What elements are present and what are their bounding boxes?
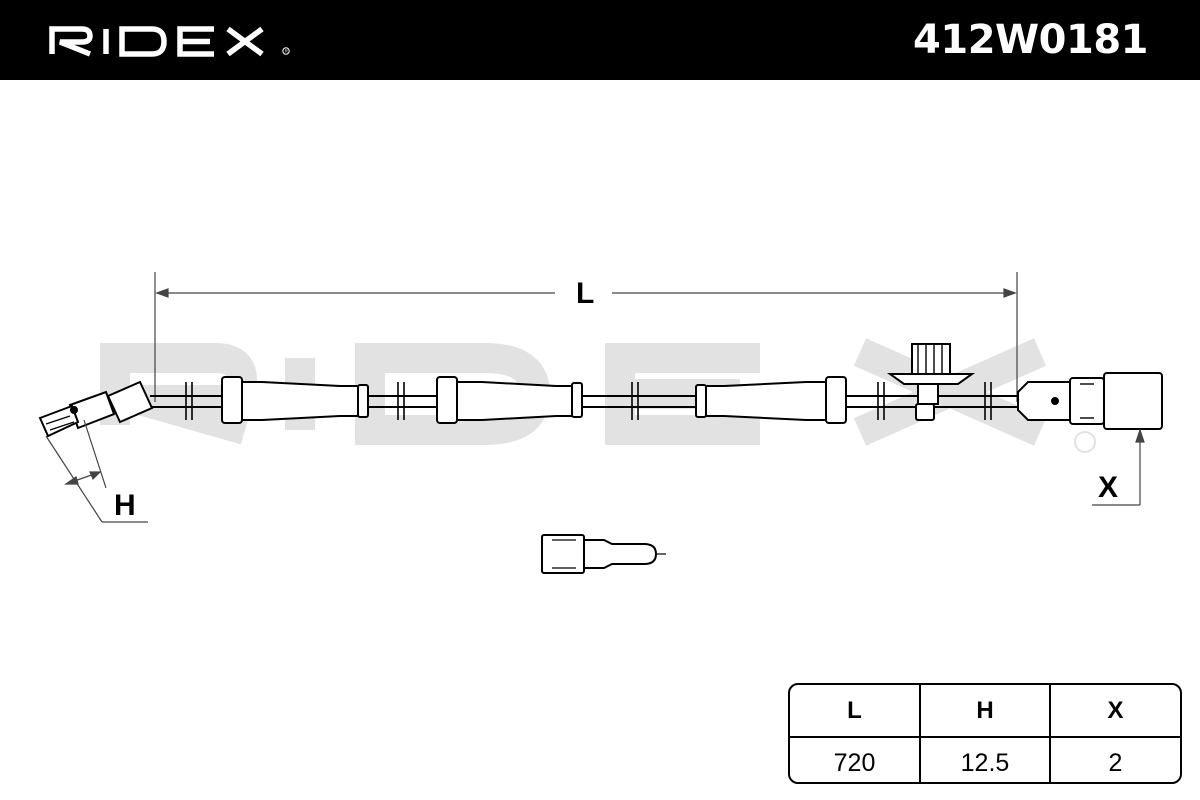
dimension-h [45,419,148,523]
sensor-head [38,380,154,438]
dimension-l-label: L [576,277,594,310]
watermark-registered-icon [1074,431,1096,453]
spec-header-l: L [790,685,921,738]
cable-break-marks [185,382,992,420]
spec-table: L H X 720 12.5 2 [788,683,1182,784]
spec-value-h: 12.5 [920,737,1051,782]
spec-value-x: 2 [1108,748,1123,777]
cable-grommet-2 [436,376,583,424]
connector-detail-view [541,534,666,574]
header-bar: R 412W0181 [0,0,1200,80]
technical-drawing: L [38,272,1163,574]
dimension-l [154,272,1018,402]
part-number: 412W0181 [913,17,1148,63]
brand-logo: R [49,26,290,57]
spec-header-h: H [920,685,1051,738]
dimension-x [1092,428,1145,506]
spec-value-l: 720 [790,737,921,782]
svg-text:R: R [285,49,289,54]
sensor-connector [1017,372,1163,430]
dimension-x-label: X [1098,471,1118,504]
cable-grommet-1 [221,376,369,424]
dimension-h-label: H [114,489,136,522]
cable-grommet-3 [695,376,847,424]
mounting-clip [886,343,976,421]
spec-header-x: X [1050,685,1180,738]
